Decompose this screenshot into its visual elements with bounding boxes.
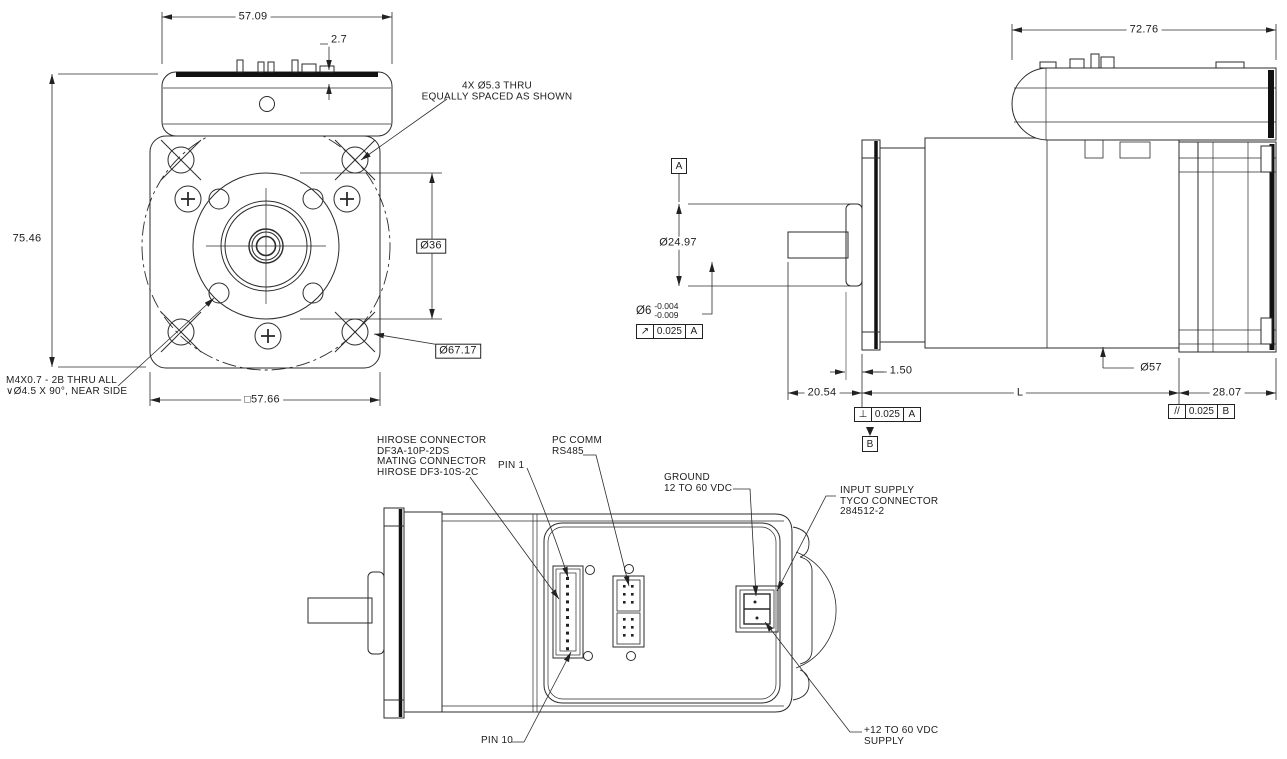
shaft-tol-lower: -0.009 bbox=[654, 310, 679, 320]
label-input-supply: INPUT SUPPLY TYCO CONNECTOR 284512-2 bbox=[840, 485, 939, 517]
runout-symbol: ↗ bbox=[636, 324, 654, 339]
note-tapped-holes: M4X0.7 - 2B THRU ALL ∨Ø4.5 X 90°, NEAR S… bbox=[6, 375, 128, 397]
parallelism-symbol: // bbox=[1168, 404, 1186, 419]
perpendicularity-tolerance: 0.025 bbox=[870, 407, 904, 422]
dim-rear-length: 28.07 bbox=[1209, 386, 1245, 400]
label-hirose-connector: HIROSE CONNECTOR DF3A-10P-2DS MATING CON… bbox=[377, 435, 487, 478]
power-connector bbox=[735, 585, 779, 633]
dim-body-length: L bbox=[1013, 386, 1027, 400]
dim-body-diameter: Ø57 bbox=[1137, 361, 1165, 375]
runout-tolerance: 0.025 bbox=[652, 324, 686, 339]
label-ground: GROUND 12 TO 60 VDC bbox=[664, 472, 733, 494]
dim-boss-diameter: Ø24.97 bbox=[656, 236, 700, 250]
label-pin10: PIN 10 bbox=[481, 735, 514, 746]
datum-b-flag: B bbox=[862, 436, 878, 452]
note-mount-holes: 4X Ø5.3 THRU EQUALLY SPACED AS SHOWN bbox=[421, 80, 573, 102]
screws bbox=[174, 185, 361, 350]
fcf-runout: ↗ 0.025 A bbox=[636, 324, 703, 339]
perpendicularity-symbol: ⊥ bbox=[854, 407, 872, 422]
datum-a-flag: A bbox=[671, 158, 687, 174]
fcf-parallelism: // 0.025 B bbox=[1168, 404, 1235, 419]
parallelism-tolerance: 0.025 bbox=[1184, 404, 1218, 419]
shaft-dia-value: Ø6 bbox=[636, 305, 652, 317]
label-pc-comm: PC COMM RS485 bbox=[552, 435, 603, 457]
fcf-perpendicularity: ⊥ 0.025 A bbox=[854, 407, 921, 422]
dim-square-size: □57.66 bbox=[241, 393, 283, 407]
label-supply: +12 TO 60 VDC SUPPLY bbox=[864, 725, 939, 747]
front-view bbox=[49, 12, 453, 406]
dim-module-length: 72.76 bbox=[1126, 23, 1162, 37]
label-pin1: PIN 1 bbox=[498, 460, 525, 471]
runout-datum: A bbox=[684, 324, 703, 339]
shaft-tol-upper: -0.004 bbox=[654, 301, 679, 311]
dim-bolt-circle-diameter: Ø67.17 bbox=[435, 343, 481, 359]
dim-shaft-length: 20.54 bbox=[804, 386, 840, 400]
dim-module-width: 57.09 bbox=[235, 10, 271, 24]
bottom-view bbox=[307, 454, 862, 743]
dim-pilot-diameter: Ø36 bbox=[416, 238, 446, 254]
rear-fins bbox=[792, 526, 837, 701]
hirose-connector bbox=[552, 565, 584, 659]
dim-overall-height: 75.46 bbox=[9, 232, 45, 246]
parallelism-datum: B bbox=[1216, 404, 1235, 419]
dim-shaft-diameter: Ø6 -0.004 -0.009 bbox=[636, 301, 679, 320]
bottom-leaders bbox=[469, 454, 862, 743]
rs485-connector bbox=[612, 575, 645, 648]
perpendicularity-datum: A bbox=[902, 407, 921, 422]
dim-step-height: 2.7 bbox=[327, 33, 351, 47]
dim-boss-protrusion: 1.50 bbox=[886, 364, 916, 378]
side-view bbox=[676, 24, 1277, 436]
